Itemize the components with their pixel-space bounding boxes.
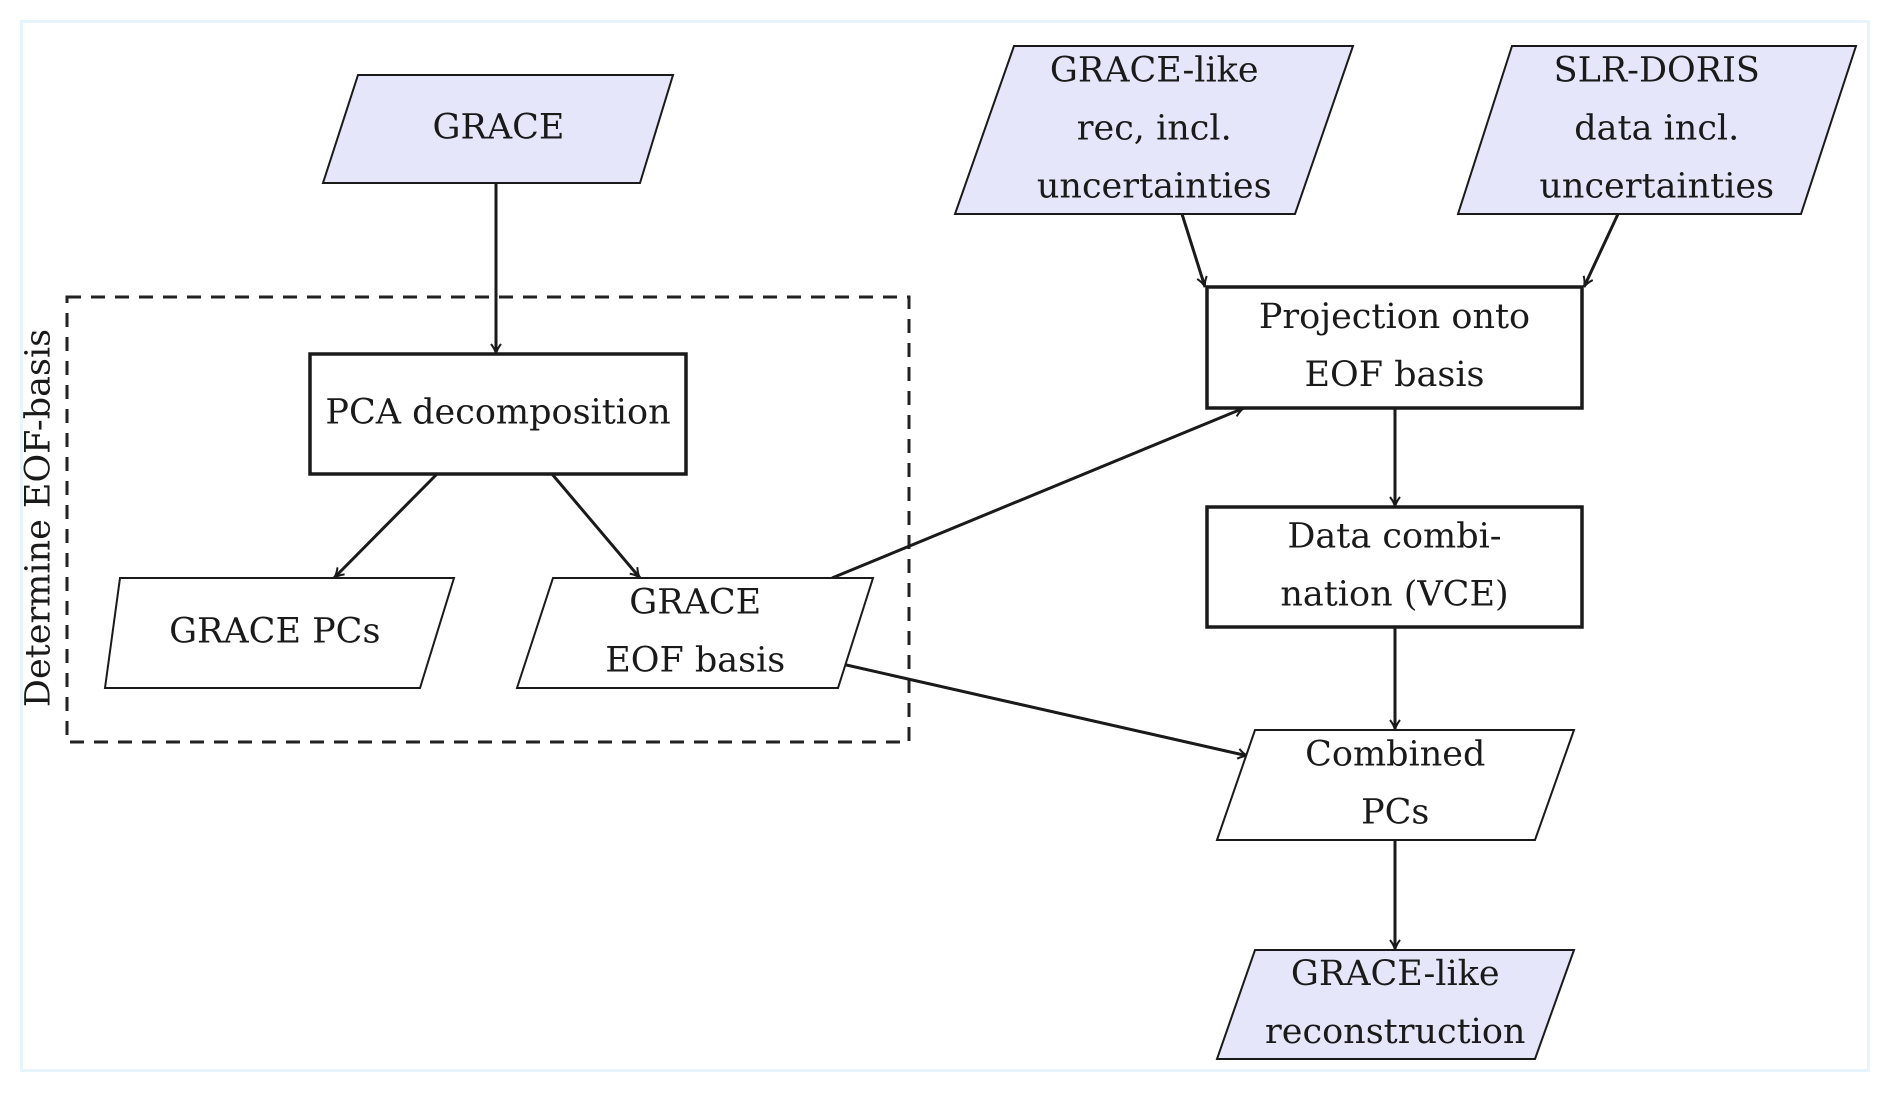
edge-grace-like-rec-to-projection: [1180, 213, 1208, 288]
node-grace-like-rec: GRACE-like rec, incl. uncertainties: [953, 45, 1355, 215]
figure-frame: [20, 20, 1870, 1072]
data-parallelogram-grace-like-rec: [953, 45, 1355, 215]
node-grace: GRACE: [321, 74, 675, 184]
edge-grace-eof-to-combined-pcs: [841, 662, 1249, 760]
node-label-line: nation (VCE): [1280, 575, 1508, 615]
node-label-line: PCA decomposition: [325, 393, 670, 433]
node-grace-eof: GRACE EOF basis: [515, 577, 875, 689]
process-box-projection: [1205, 285, 1584, 410]
node-combination: Data combi-nation (VCE): [1205, 505, 1584, 629]
node-grace-pcs: GRACE PCs: [103, 577, 456, 689]
group-label: Determine EOF-basis: [19, 329, 59, 707]
process-box-combination: [1205, 505, 1584, 629]
data-parallelogram-grace-eof: [515, 577, 875, 689]
node-label-line: Data combi-: [1287, 517, 1501, 557]
node-label-line: GRACE PCs: [169, 612, 380, 652]
data-parallelogram-reconstruction: [1215, 949, 1576, 1060]
data-parallelogram-slr-doris: [1456, 45, 1858, 215]
node-slr-doris: SLR-DORIS data incl. uncertainties: [1456, 45, 1858, 215]
node-label-line: GRACE: [433, 108, 565, 148]
process-box-pca: [308, 352, 688, 476]
data-parallelogram-grace-pcs: [103, 577, 456, 689]
node-label-line: Combined: [1305, 735, 1485, 775]
node-label-line: Projection onto: [1259, 297, 1530, 337]
edge-pca-to-grace-eof: [550, 473, 642, 579]
node-label-line: PCs: [1361, 793, 1429, 833]
node-label-line: GRACE-like: [1050, 51, 1259, 91]
node-label-line: GRACE: [629, 583, 761, 623]
data-parallelogram-grace: [321, 74, 675, 184]
node-label-line: GRACE-like: [1291, 954, 1500, 994]
edge-pca-to-grace-pcs: [332, 472, 439, 580]
node-label-line: EOF basis: [1304, 355, 1484, 395]
node-label-line: data incl.: [1574, 109, 1739, 149]
node-label-line: uncertainties: [1037, 167, 1272, 207]
node-label-line: EOF basis: [605, 641, 785, 681]
edge-slr-doris-to-projection: [1582, 213, 1620, 288]
node-label-line: reconstruction: [1265, 1012, 1525, 1052]
node-label-line: SLR-DORIS: [1554, 51, 1760, 91]
node-label-line: rec, incl.: [1077, 109, 1232, 149]
group-box-determine-eof-basis: [65, 295, 911, 744]
node-pca: PCA decomposition: [308, 352, 688, 476]
edge-grace-eof-to-projection: [831, 406, 1245, 580]
data-parallelogram-combined-pcs: [1215, 729, 1576, 841]
node-label-line: uncertainties: [1539, 167, 1774, 207]
edges: [332, 183, 1620, 951]
node-reconstruction: GRACE-like reconstruction: [1215, 949, 1576, 1060]
